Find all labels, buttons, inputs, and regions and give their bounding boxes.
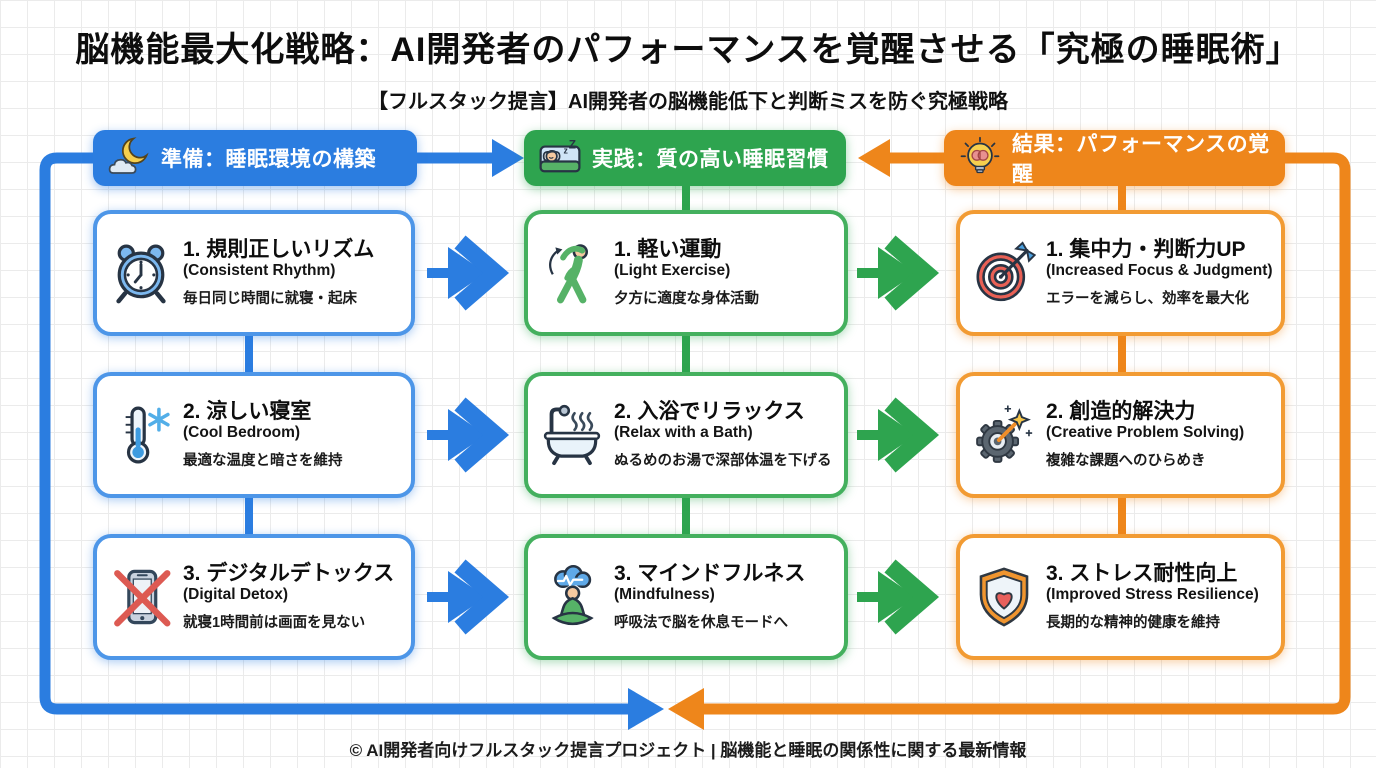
card-focus-judgment: 1. 集中力・判断力UP (Increased Focus & Judgment… — [956, 210, 1285, 336]
card-subtitle-en: (Light Exercise) — [614, 261, 731, 279]
card-title: 2. 涼しい寝室 — [183, 399, 312, 423]
card-digital-detox: 3. デジタルデトックス (Digital Detox) 就寝1時間前は画面を見… — [93, 534, 415, 660]
column-header-practice: z Z 実践：質の高い睡眠習慣 — [524, 130, 846, 186]
gear-sparkle-icon — [972, 392, 1036, 478]
card-subtitle-en: (Increased Focus & Judgment) — [1046, 261, 1273, 279]
card-subtitle-en: (Cool Bedroom) — [183, 423, 301, 441]
card-subtitle-en: (Mindfulness) — [614, 585, 715, 603]
card-title: 2. 入浴でリラックス — [614, 399, 805, 423]
card-title: 3. デジタルデトックス — [183, 561, 395, 585]
card-creative-solving: 2. 創造的解決力 (Creative Problem Solving) 複雑な… — [956, 372, 1285, 498]
card-title: 3. ストレス耐性向上 — [1046, 561, 1238, 585]
card-description: 就寝1時間前は画面を見ない — [183, 615, 366, 632]
card-description: エラーを減らし、効率を最大化 — [1046, 291, 1249, 308]
page-title: 脳機能最大化戦略：AI開発者のパフォーマンスを覚醒させる「究極の睡眠術」 — [75, 31, 1301, 69]
card-description: 長期的な精神的健康を維持 — [1046, 615, 1220, 632]
card-subtitle-en: (Creative Problem Solving) — [1046, 423, 1245, 441]
card-description: 呼吸法で脳を休息モードへ — [614, 615, 788, 632]
column-header-label: 結果：パフォーマンスの覚醒 — [1012, 133, 1270, 186]
card-title: 2. 創造的解決力 — [1046, 399, 1196, 423]
card-subtitle-en: (Consistent Rhythm) — [183, 261, 336, 279]
alarm-clock-icon — [109, 230, 173, 316]
meditation-icon — [540, 554, 604, 640]
card-title: 1. 集中力・判断力UP — [1046, 237, 1246, 261]
card-relax-bath: 2. 入浴でリラックス (Relax with a Bath) ぬるめのお湯で深… — [524, 372, 848, 498]
card-title: 3. マインドフルネス — [614, 561, 806, 585]
shield-heart-icon — [972, 554, 1036, 640]
card-stress-resilience: 3. ストレス耐性向上 (Improved Stress Resilience)… — [956, 534, 1285, 660]
card-cool-bedroom: 2. 涼しい寝室 (Cool Bedroom) 最適な温度と暗さを維持 — [93, 372, 415, 498]
bathtub-icon — [540, 392, 604, 478]
card-mindfulness: 3. マインドフルネス (Mindfulness) 呼吸法で脳を休息モードへ — [524, 534, 848, 660]
card-light-exercise: 1. 軽い運動 (Light Exercise) 夕方に適度な身体活動 — [524, 210, 848, 336]
svg-text:Z: Z — [569, 137, 576, 151]
card-subtitle-en: (Digital Detox) — [183, 585, 289, 603]
card-title: 1. 規則正しいリズム — [183, 237, 375, 261]
thermometer-snowflake-icon — [109, 392, 173, 478]
card-description: 最適な温度と暗さを維持 — [183, 453, 343, 470]
card-title: 1. 軽い運動 — [614, 237, 722, 261]
card-description: ぬるめのお湯で深部体温を下げる — [614, 453, 832, 470]
stretching-person-icon — [540, 230, 604, 316]
column-header-preparation: 準備：睡眠環境の構築 — [93, 130, 417, 186]
target-dart-icon — [972, 230, 1036, 316]
footer-credit: © AI開発者向けフルスタック提言プロジェクト | 脳機能と睡眠の関係性に関する… — [349, 741, 1027, 760]
column-header-result: 結果：パフォーマンスの覚醒 — [944, 130, 1285, 186]
no-phone-icon — [109, 554, 173, 640]
card-consistent-rhythm: 1. 規則正しいリズム (Consistent Rhythm) 毎日同じ時間に就… — [93, 210, 415, 336]
moon-cloud-icon — [107, 136, 151, 180]
page-subtitle: 【フルスタック提言】AI開発者の脳機能低下と判断ミスを防ぐ究極戦略 — [368, 91, 1008, 113]
column-header-label: 準備：睡眠環境の構築 — [161, 148, 376, 171]
card-description: 毎日同じ時間に就寝・起床 — [183, 291, 357, 308]
lightbulb-brain-icon — [958, 136, 1002, 180]
svg-text:z: z — [564, 146, 569, 156]
sleeping-person-icon: z Z — [538, 136, 582, 180]
card-description: 複雑な課題へのひらめき — [1046, 453, 1206, 470]
column-header-label: 実践：質の高い睡眠習慣 — [592, 148, 829, 171]
card-subtitle-en: (Relax with a Bath) — [614, 423, 753, 441]
card-description: 夕方に適度な身体活動 — [614, 291, 759, 308]
card-subtitle-en: (Improved Stress Resilience) — [1046, 585, 1259, 603]
